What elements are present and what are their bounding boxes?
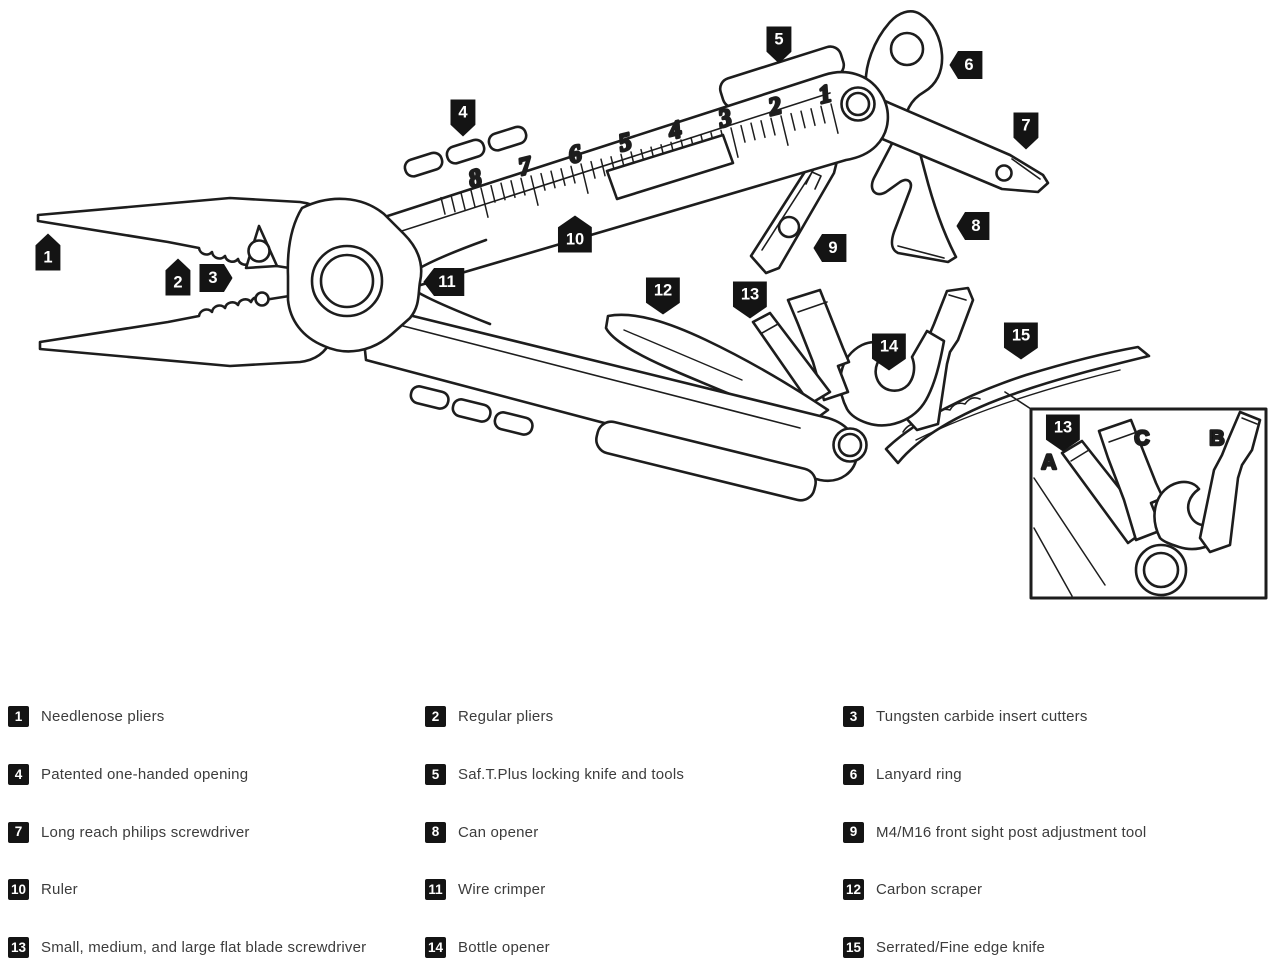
upper-handle-drawing	[336, 45, 890, 296]
legend-item-10: 10 Ruler	[8, 879, 425, 901]
legend-item-6: 6 Lanyard ring	[843, 764, 1272, 786]
legend-badge: 5	[425, 764, 446, 786]
legend-item-8: 8 Can opener	[425, 821, 843, 843]
thumb-stud	[403, 151, 444, 178]
legend-badge: 4	[8, 764, 29, 786]
marker-13-inset: 13	[1045, 414, 1081, 452]
legend-item-3: 3 Tungsten carbide insert cutters	[843, 706, 1272, 728]
legend-badge: 15	[843, 937, 864, 959]
legend-label: Long reach philips screwdriver	[41, 823, 250, 841]
grip-slab	[595, 420, 817, 502]
thumb-stud	[445, 138, 486, 165]
grip-stud	[409, 385, 450, 410]
legend-label: Serrated/Fine edge knife	[876, 939, 1046, 957]
legend-label: Wire crimper	[458, 881, 546, 899]
legend-item-14: 14 Bottle opener	[425, 937, 843, 959]
legend-label: Can opener	[458, 823, 539, 841]
can-opener-drawing	[870, 132, 958, 264]
multitool-line-art: 8 7 6 5 4 3 2 1	[36, 10, 1268, 600]
inset-label-c: C	[1134, 427, 1149, 450]
legend-label: M4/M16 front sight post adjustment tool	[876, 823, 1147, 841]
legend-badge: 10	[8, 879, 29, 901]
legend-label: Patented one-handed opening	[41, 766, 249, 784]
lower-handle-drawing	[358, 301, 868, 502]
legend-label: Saf.T.Plus locking knife and tools	[458, 766, 685, 784]
legend-item-7: 7 Long reach philips screwdriver	[8, 821, 425, 843]
legend-item-1: 1 Needlenose pliers	[8, 706, 425, 728]
legend-label: Small, medium, and large flat blade scre…	[41, 939, 367, 957]
bottle-opener-drawing	[839, 329, 946, 427]
legend-label: Tungsten carbide insert cutters	[876, 708, 1088, 726]
inset-label-a: A	[1041, 451, 1056, 474]
inset-box: A C B	[1029, 407, 1268, 600]
legend-badge: 14	[425, 937, 446, 959]
pliers-head-drawing	[286, 197, 423, 353]
legend-badge: 11	[425, 879, 446, 901]
legend-label: Carbon scraper	[876, 881, 983, 899]
flat-blade-c-drawing	[786, 288, 851, 402]
legend-label: Regular pliers	[458, 708, 554, 726]
legend-item-9: 9 M4/M16 front sight post adjustment tool	[843, 821, 1272, 843]
grip-stud	[493, 411, 534, 436]
legend-badge: 9	[843, 821, 864, 843]
legend-item-13: 13 Small, medium, and large flat blade sc…	[8, 937, 425, 959]
legend-badge: 12	[843, 879, 864, 901]
ruler-slider-tab	[605, 133, 735, 201]
thumb-stud	[487, 125, 528, 152]
legend-item-12: 12 Carbon scraper	[843, 879, 1272, 901]
legend-item-4: 4 Patented one-handed opening	[8, 764, 425, 786]
legend-badge: 7	[8, 821, 29, 843]
legend-badge: 8	[425, 821, 446, 843]
needlenose-pliers-drawing	[36, 196, 339, 368]
legend-badge: 13	[8, 937, 29, 959]
legend-badge: 2	[425, 706, 446, 728]
legend-label: Lanyard ring	[876, 766, 962, 784]
inset-blade-b	[1198, 410, 1262, 554]
legend-badge: 1	[8, 706, 29, 728]
grip-stud	[451, 398, 492, 423]
legend-item-11: 11 Wire crimper	[425, 879, 843, 901]
inset-label-b: B	[1209, 427, 1224, 450]
legend-label: Bottle opener	[458, 939, 550, 957]
legend-label: Needlenose pliers	[41, 708, 165, 726]
legend-item-5: 5 Saf.T.Plus locking knife and tools	[425, 764, 843, 786]
legend-item-2: 2 Regular pliers	[425, 706, 843, 728]
legend-badge: 3	[843, 706, 864, 728]
legend-item-15: 15 Serrated/Fine edge knife	[843, 937, 1272, 959]
flat-blade-a-drawing	[751, 311, 832, 406]
legend-label: Ruler	[41, 881, 78, 899]
legend: 1 Needlenose pliers 4 Patented one-handed …	[8, 688, 1272, 963]
legend-badge: 6	[843, 764, 864, 786]
